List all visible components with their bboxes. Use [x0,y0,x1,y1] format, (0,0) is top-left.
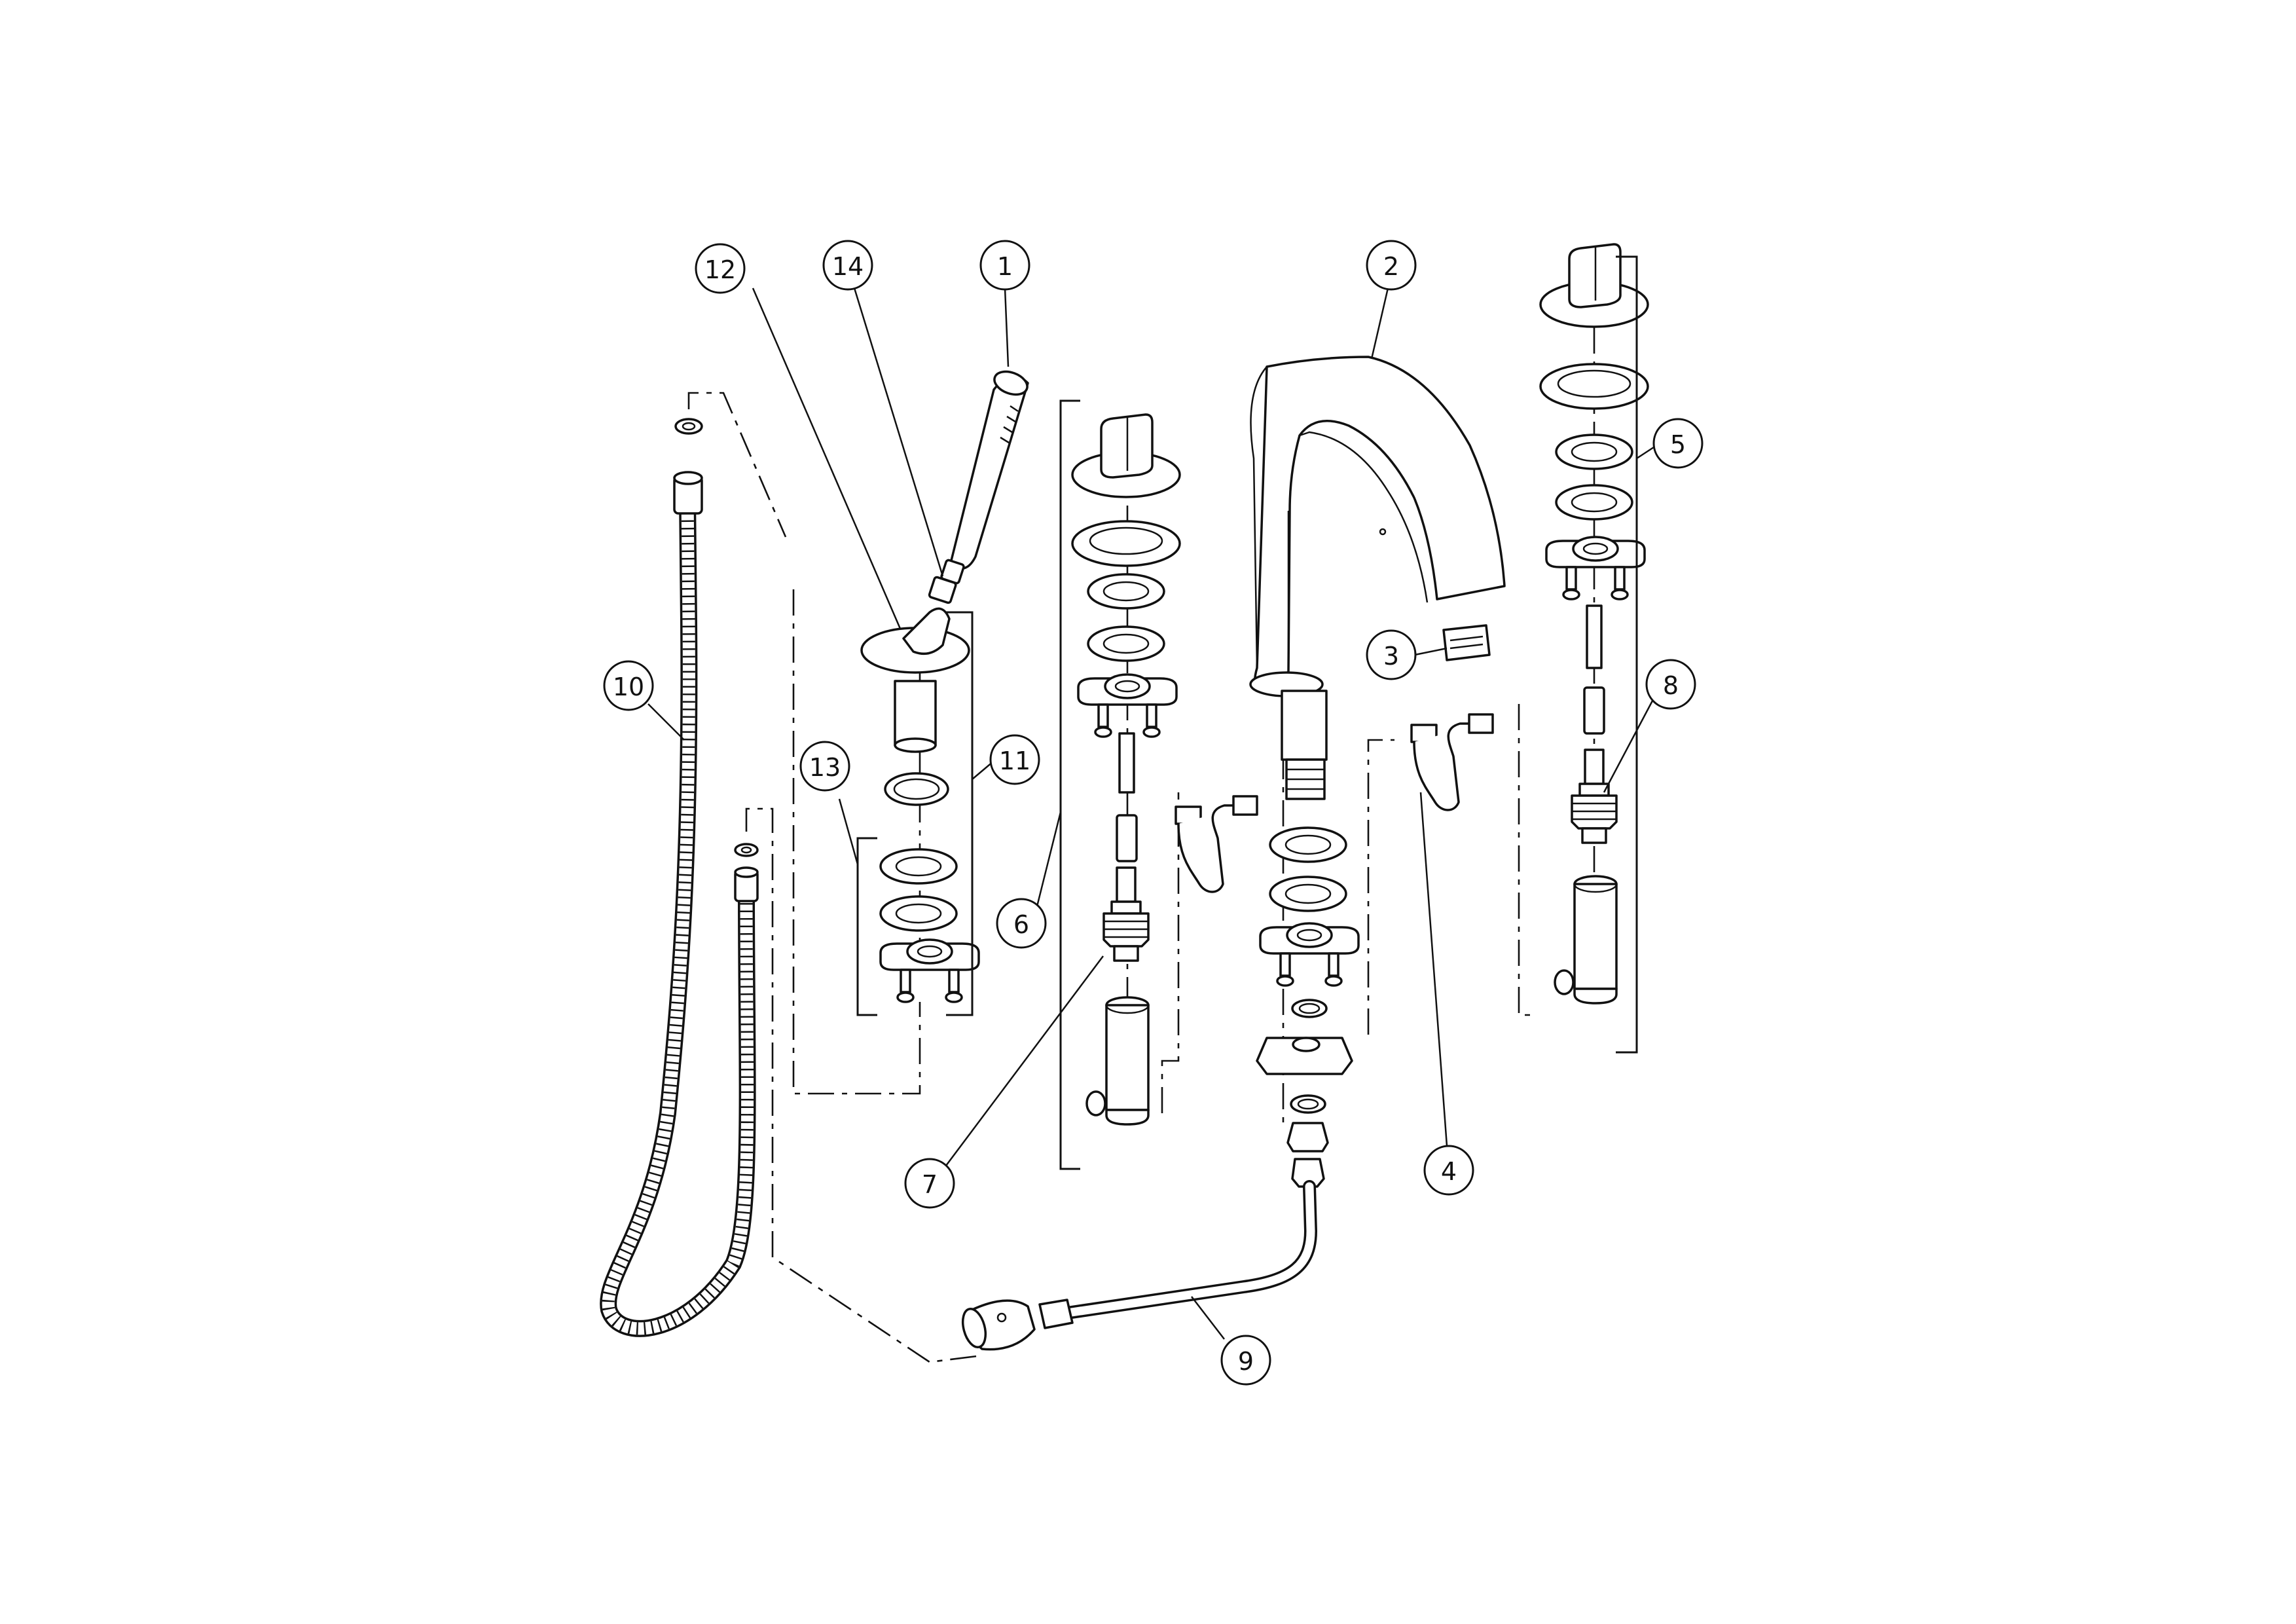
svg-text:13: 13 [809,753,841,782]
callout-3: 3 [1366,629,1417,680]
svg-text:9: 9 [1238,1347,1254,1376]
callout-14: 14 [822,240,873,291]
spout-base-assembly [1256,826,1360,1153]
svg-text:3: 3 [1383,642,1399,671]
callout-11: 11 [989,734,1040,785]
svg-text:2: 2 [1383,252,1399,281]
right-supply-pipe [1410,713,1494,811]
svg-text:11: 11 [999,747,1030,775]
hand-shower [928,370,1029,604]
svg-text:14: 14 [832,252,864,281]
svg-text:12: 12 [704,255,736,284]
shower-holder [860,607,970,806]
callout-12: 12 [695,243,746,294]
holder-fixing-set [879,848,980,1003]
svg-text:8: 8 [1663,671,1679,700]
svg-text:4: 4 [1441,1157,1457,1186]
callout-8: 8 [1645,659,1696,710]
aerator [1442,624,1491,661]
callout-9: 9 [1220,1335,1271,1386]
diverter-hose [961,1158,1325,1351]
callout-4: 4 [1423,1145,1474,1196]
leader-lines [647,287,1659,1340]
shower-hose [600,418,759,1337]
callout-2: 2 [1366,240,1417,291]
callout-6: 6 [996,898,1047,949]
assembly-brackets [856,255,1638,1170]
callout-1: 1 [979,240,1030,291]
callout-5: 5 [1652,418,1704,469]
svg-text:1: 1 [997,252,1013,281]
left-valve-assembly [1071,413,1181,1126]
callout-10: 10 [603,660,654,711]
left-supply-pipe [1175,795,1258,893]
spout [1249,356,1506,800]
callout-13: 13 [799,741,850,792]
svg-text:7: 7 [922,1170,938,1199]
svg-text:6: 6 [1013,910,1029,939]
svg-text:5: 5 [1670,430,1686,459]
callout-7: 7 [904,1158,955,1209]
svg-text:10: 10 [613,673,644,701]
right-valve-assembly [1539,243,1649,1005]
